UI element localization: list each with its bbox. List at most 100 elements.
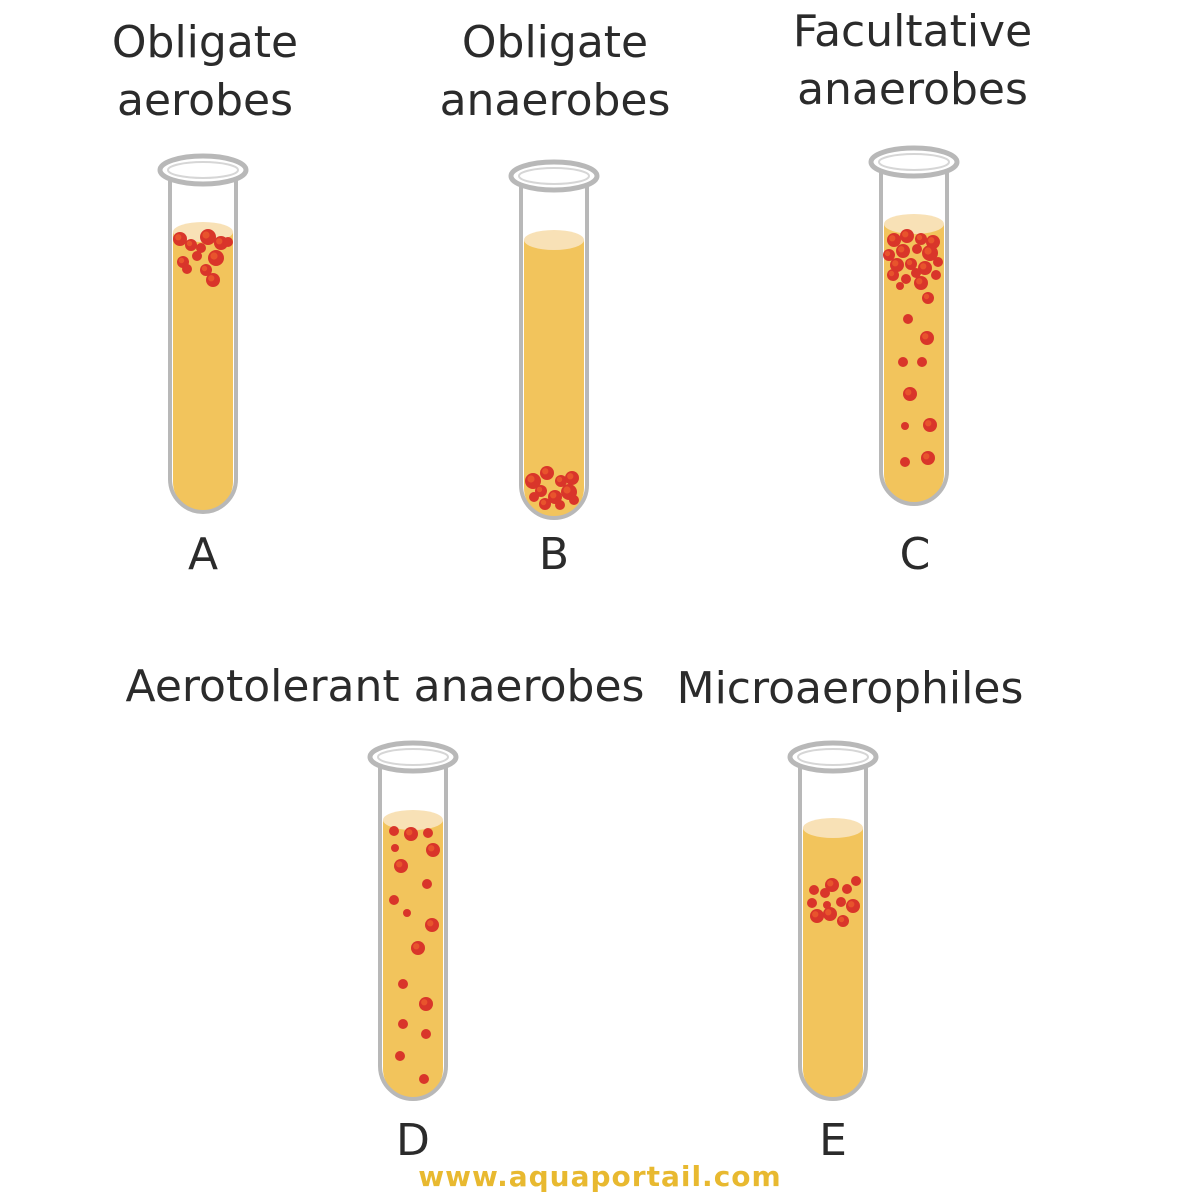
- bacteria-colony: [182, 264, 192, 274]
- tube-letter-d: D: [396, 1115, 430, 1166]
- tube-rim: [868, 145, 960, 179]
- bacteria-colony-highlight: [427, 920, 434, 927]
- bacteria-colony: [911, 268, 921, 278]
- tube-c: [868, 145, 960, 506]
- bacteria-colony-highlight: [428, 845, 435, 852]
- bacteria-colony-highlight: [922, 333, 929, 340]
- bacteria-colony-highlight: [924, 247, 932, 255]
- tube-rim-inner: [797, 748, 869, 766]
- bacteria-colony-highlight: [892, 260, 899, 267]
- bacteria-colony-highlight: [825, 909, 832, 916]
- bacteria-colony-highlight: [210, 252, 218, 260]
- culture-medium: [524, 240, 584, 518]
- title-line: Obligate: [461, 17, 649, 68]
- tube-rim-inner: [878, 153, 950, 171]
- title-line: anaerobes: [797, 64, 1028, 115]
- bacteria-colony: [900, 457, 910, 467]
- bacteria-colony-highlight: [413, 943, 420, 950]
- bacteria-colony: [901, 422, 909, 430]
- tube-rim-inner: [377, 748, 449, 766]
- watermark: www.aquaportail.com: [418, 1160, 782, 1193]
- bacteria-colony-highlight: [906, 259, 913, 266]
- bacteria-colony: [421, 1029, 431, 1039]
- bacteria-colony-highlight: [396, 861, 403, 868]
- bacteria-colony-highlight: [208, 275, 215, 282]
- tube-rim: [367, 740, 459, 774]
- bacteria-colony-highlight: [925, 420, 932, 427]
- bacteria-colony-highlight: [898, 246, 905, 253]
- bacteria-colony: [419, 1074, 429, 1084]
- tube-letter-b: B: [538, 529, 570, 580]
- tube-glass: [519, 176, 589, 520]
- tube-d: [367, 740, 459, 1101]
- tube-e: [787, 740, 879, 1101]
- bacteria-colony: [223, 237, 233, 247]
- bacteria-colony: [389, 826, 399, 836]
- bacteria-colony: [903, 314, 913, 324]
- medium-surface: [383, 810, 443, 830]
- bacteria-colony: [398, 979, 408, 989]
- bacteria-colony-highlight: [186, 240, 193, 247]
- tube-letter-c: C: [899, 529, 931, 580]
- bacteria-colony: [898, 357, 908, 367]
- tube-rim-inner: [518, 167, 590, 185]
- bacteria-colony-highlight: [884, 250, 891, 257]
- culture-medium: [173, 232, 233, 512]
- bacteria-colony-highlight: [563, 486, 571, 494]
- bacteria-colony-highlight: [201, 265, 208, 272]
- medium-surface: [524, 230, 584, 250]
- culture-medium: [383, 820, 443, 1099]
- bacteria-colony-highlight: [406, 829, 413, 836]
- bacteria-colony: [196, 243, 206, 253]
- title-line: aerobes: [117, 75, 293, 126]
- bacteria-colony: [896, 282, 904, 290]
- bacteria-colony-highlight: [848, 901, 855, 908]
- title-microaerophiles: Microaerophiles: [660, 660, 1040, 718]
- tube-b: [508, 159, 600, 520]
- bacteria-colony: [403, 909, 411, 917]
- tube-rim: [787, 740, 879, 774]
- bacteria-colony-highlight: [916, 234, 923, 241]
- bacteria-colony: [423, 828, 433, 838]
- bacteria-colony: [933, 257, 943, 267]
- bacteria-colony: [555, 500, 565, 510]
- bacteria-colony: [820, 888, 830, 898]
- tube-letter-e: E: [819, 1115, 847, 1166]
- bacteria-colony: [807, 898, 817, 908]
- bacteria-colony: [851, 876, 861, 886]
- bacteria-colony-highlight: [540, 499, 547, 506]
- bacteria-colony-highlight: [902, 231, 909, 238]
- culture-medium: [803, 828, 863, 1099]
- bacteria-colony-highlight: [536, 486, 543, 493]
- bacteria-colony-highlight: [567, 473, 574, 480]
- bacteria-colony: [931, 270, 941, 280]
- bacteria-colony-highlight: [550, 492, 557, 499]
- tube-glass: [378, 757, 448, 1101]
- bacteria-colony-highlight: [889, 235, 896, 242]
- bacteria-colony-highlight: [928, 237, 935, 244]
- title-line: anaerobes: [439, 75, 671, 126]
- bacteria-colony-highlight: [920, 263, 927, 270]
- bacteria-colony-highlight: [838, 916, 845, 923]
- tube-rim: [157, 153, 249, 187]
- title-line: Aerotolerant anaerobes: [125, 661, 645, 712]
- bacteria-colony: [836, 897, 846, 907]
- tube-glass: [168, 170, 238, 514]
- bacteria-colony-highlight: [421, 999, 428, 1006]
- bacteria-colony-highlight: [527, 475, 535, 483]
- title-facultative-anaerobes: Facultative anaerobes: [770, 3, 1055, 119]
- title-line: Microaerophiles: [676, 663, 1024, 714]
- bacteria-colony: [569, 495, 579, 505]
- title-obligate-anaerobes: Obligate anaerobes: [420, 14, 690, 130]
- bacteria-colony-highlight: [916, 278, 923, 285]
- title-aerotolerant-anaerobes: Aerotolerant anaerobes: [100, 658, 670, 716]
- tube-glass: [879, 162, 949, 506]
- bacteria-colony-highlight: [905, 389, 912, 396]
- bacteria-colony-highlight: [923, 293, 930, 300]
- title-obligate-aerobes: Obligate aerobes: [80, 14, 330, 130]
- bacteria-colony-highlight: [202, 231, 210, 239]
- bacteria-colony-highlight: [556, 476, 563, 483]
- bacteria-colony: [192, 251, 202, 261]
- bacteria-colony: [389, 895, 399, 905]
